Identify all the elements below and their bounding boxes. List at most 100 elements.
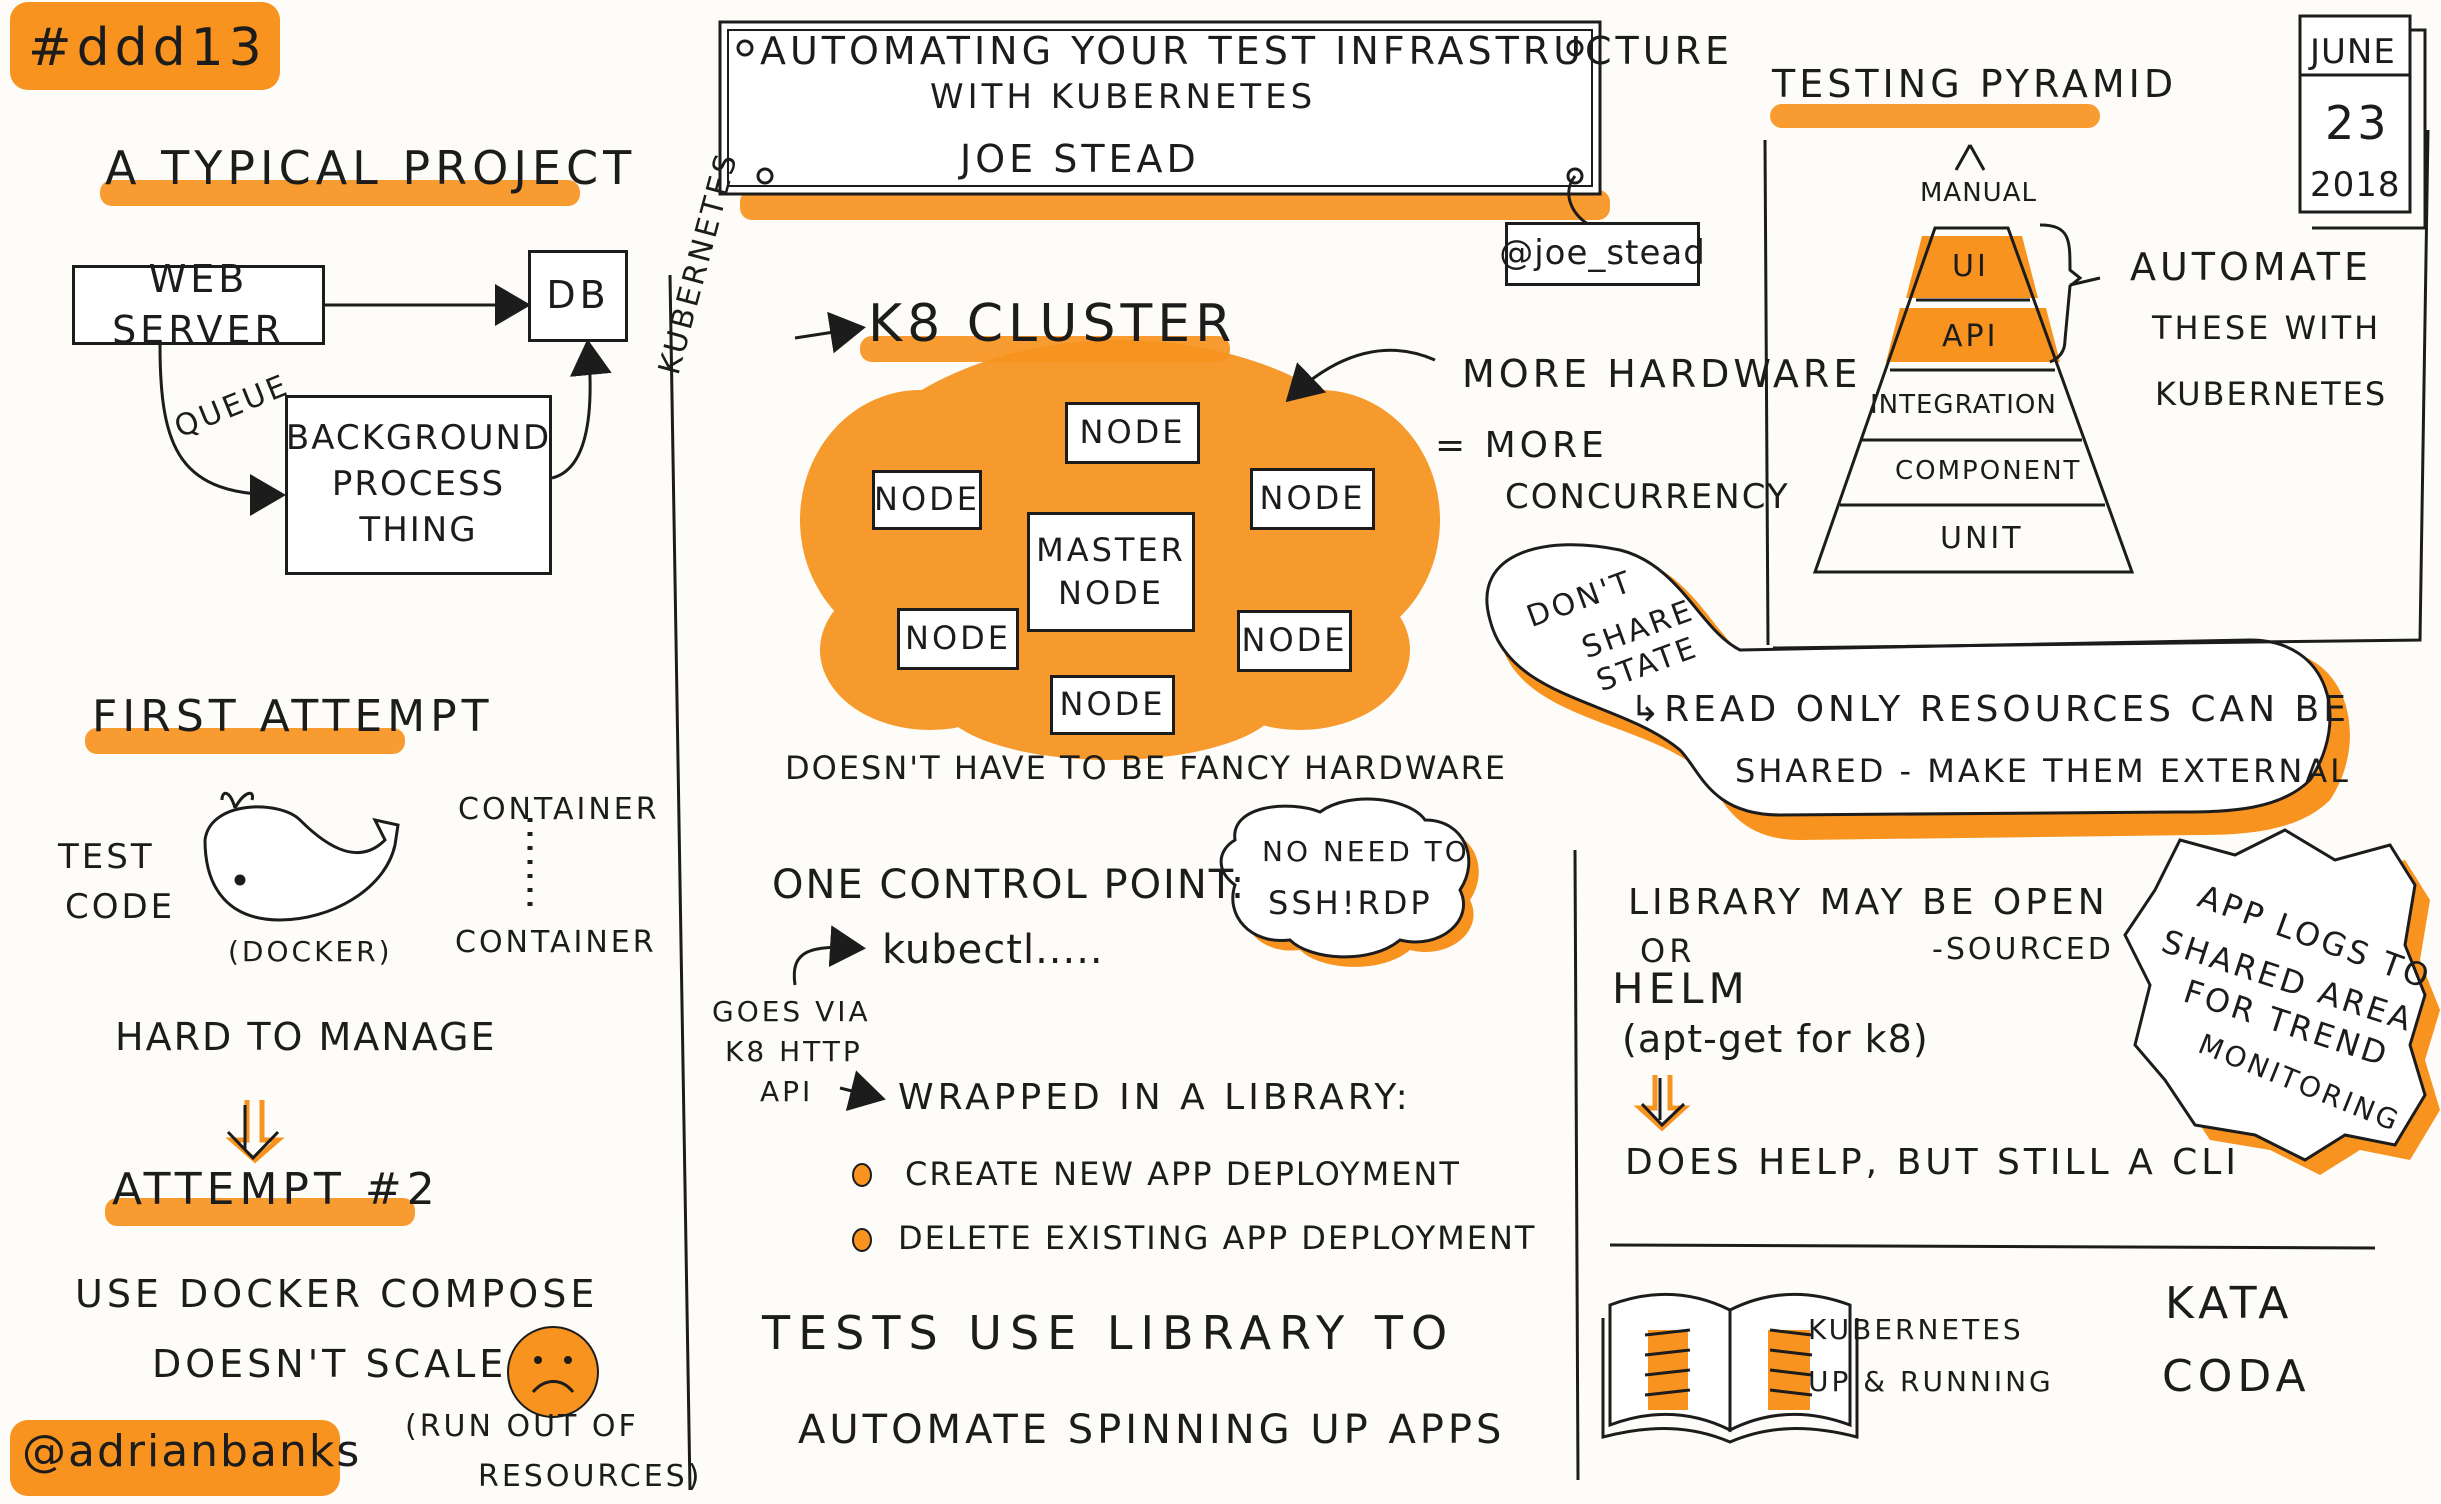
speaker-twitter-label: @joe_stead: [1499, 233, 1706, 274]
pyramid-frame-bottom: [1772, 129, 2430, 650]
sad-face-icon: [507, 1326, 599, 1418]
more-hardware: MORE HARDWARE: [1462, 352, 1862, 396]
cluster-node: NODE: [1237, 610, 1352, 672]
cluster-node: NODE: [1250, 468, 1375, 530]
node-label: NODE: [874, 480, 980, 519]
node-label: NODE: [1059, 685, 1166, 724]
wrapped-library: WRAPPED IN A LIBRARY:: [898, 1077, 1412, 1118]
goes-via-line2: K8 HTTP: [725, 1035, 863, 1068]
fancy-hardware: DOESN'T HAVE TO BE FANCY HARDWARE: [785, 749, 1508, 787]
state-bubble: [1485, 543, 2332, 817]
attempt2-underline: [105, 1198, 415, 1226]
pyramid-api-highlight: [1886, 308, 2060, 362]
more-concurrency-line2: CONCURRENCY: [1505, 477, 1790, 517]
attempt2-heading: ATTEMPT #2: [112, 1164, 440, 1215]
pyramid-unit: UNIT: [1940, 521, 2024, 556]
date-month: JUNE: [2310, 32, 2396, 72]
automate-line3: KUBERNETES: [2155, 375, 2388, 413]
or-label: OR: [1640, 932, 1696, 970]
testing-pyramid: [1812, 144, 2135, 574]
cluster-heading: K8 CLUSTER: [868, 294, 1237, 354]
node-label: NODE: [1259, 479, 1366, 518]
divider-horizontal: [1609, 1243, 2376, 1250]
talk-title-line1: AUTOMATING YOUR TEST INFRASTRUCTURE: [760, 29, 1733, 73]
automate-line2: THESE WITH: [2152, 309, 2382, 347]
date-day: 23: [2325, 96, 2390, 150]
pyramid-underline: [1770, 104, 2100, 128]
background-process-box: BACKGROUND PROCESS THING: [285, 395, 552, 575]
title-box: [718, 20, 1602, 196]
typical-heading: A TYPICAL PROJECT: [105, 141, 637, 195]
run-out-line1: (RUN OUT OF: [405, 1409, 639, 1444]
goes-via-line1: GOES VIA: [712, 995, 871, 1028]
divider-left: [668, 274, 692, 1491]
speaker-name: JOE STEAD: [960, 137, 1200, 181]
cluster-node: NODE: [1065, 402, 1200, 464]
ssh-line1: NO NEED TO: [1262, 835, 1470, 868]
library-open: LIBRARY MAY BE OPEN: [1628, 882, 2109, 923]
divider-right: [1573, 849, 1580, 1481]
hashtag-highlight: [10, 2, 280, 90]
talk-title-line2: WITH KUBERNETES: [930, 77, 1317, 117]
bullet-icon: [852, 1228, 872, 1252]
run-out-line2: RESOURCES): [478, 1459, 703, 1494]
master-node: MASTER NODE: [1027, 512, 1195, 632]
still-a-cli: DOES HELP, BUT STILL A CLI: [1625, 1142, 2240, 1183]
pyramid-heading: TESTING PYRAMID: [1772, 62, 2178, 106]
hashtag: #ddd13: [28, 18, 267, 78]
pyramid-manual: MANUAL: [1920, 178, 2037, 208]
master-line2: NODE: [1058, 574, 1164, 612]
cluster-node: NODE: [1050, 675, 1175, 735]
bg-line2: PROCESS: [331, 464, 506, 505]
cluster-node: NODE: [897, 608, 1019, 670]
first-attempt-underline: [85, 728, 405, 754]
bullet-icon: [852, 1163, 872, 1187]
automate-line1: AUTOMATE: [2130, 245, 2372, 289]
container-bottom: CONTAINER: [455, 925, 657, 960]
date-year: 2018: [2310, 165, 2401, 205]
book-title-line1: KUBERNETES: [1808, 1313, 2024, 1346]
bullet-delete: DELETE EXISTING APP DEPLOYMENT: [898, 1219, 1537, 1257]
goes-via-line3: API: [760, 1075, 814, 1108]
ssh-cloud: [1219, 797, 1471, 959]
logs-burst: [2123, 828, 2427, 1162]
web-server-box: WEB SERVER: [72, 257, 325, 352]
bg-line1: BACKGROUND: [285, 418, 552, 459]
kubectl-command: kubectl.....: [882, 927, 1104, 973]
read-only-line1: ↳READ ONLY RESOURCES CAN BE: [1630, 689, 2350, 730]
tests-use-library: TESTS USE LIBRARY TO: [762, 1306, 1456, 1360]
docker-compose: USE DOCKER COMPOSE: [75, 1272, 599, 1316]
cluster-node: NODE: [872, 470, 982, 530]
book-icon: [1601, 1292, 1859, 1444]
read-only-line2: SHARED - MAKE THEM EXTERNAL: [1735, 752, 2351, 790]
date-card: [2298, 14, 2412, 214]
node-label: NODE: [1079, 413, 1186, 452]
bg-line3: THING: [359, 509, 478, 550]
master-line1: MASTER: [1036, 530, 1186, 569]
pyramid-ui-highlight: [1906, 236, 2038, 298]
doesnt-scale: DOESN'T SCALE: [152, 1342, 508, 1386]
one-control-point: ONE CONTROL POINT:: [772, 862, 1247, 908]
book-title-line2: UP & RUNNING: [1808, 1365, 2054, 1398]
typical-underline: [100, 180, 580, 206]
first-attempt-heading: FIRST ATTEMPT: [92, 691, 494, 742]
node-label: NODE: [1241, 621, 1348, 660]
ssh-line2: SSH!RDP: [1268, 884, 1433, 922]
more-concurrency-line1: = MORE: [1435, 425, 1608, 466]
container-top: CONTAINER: [458, 792, 660, 827]
down-arrow-icon: [225, 1100, 285, 1164]
apt-get-note: (apt-get for k8): [1622, 1017, 1929, 1061]
artist-handle: @adrianbanks: [22, 1426, 362, 1477]
helm-label: HELM: [1612, 964, 1750, 1013]
down-arrow-icon: [1633, 1075, 1691, 1132]
docker-label: (DOCKER): [228, 935, 393, 968]
pyramid-frame-left: [1763, 139, 1770, 646]
bullet-create: CREATE NEW APP DEPLOYMENT: [905, 1155, 1461, 1193]
docker-whale-icon: [203, 791, 400, 922]
speaker-twitter: @joe_stead: [1499, 222, 1705, 286]
db-label: DB: [546, 273, 610, 318]
test-code-line2: CODE: [65, 887, 176, 927]
library-sourced: -SOURCED: [1932, 932, 2114, 967]
kata-line2: CODA: [2162, 1351, 2311, 1402]
kata-line1: KATA: [2165, 1278, 2294, 1329]
